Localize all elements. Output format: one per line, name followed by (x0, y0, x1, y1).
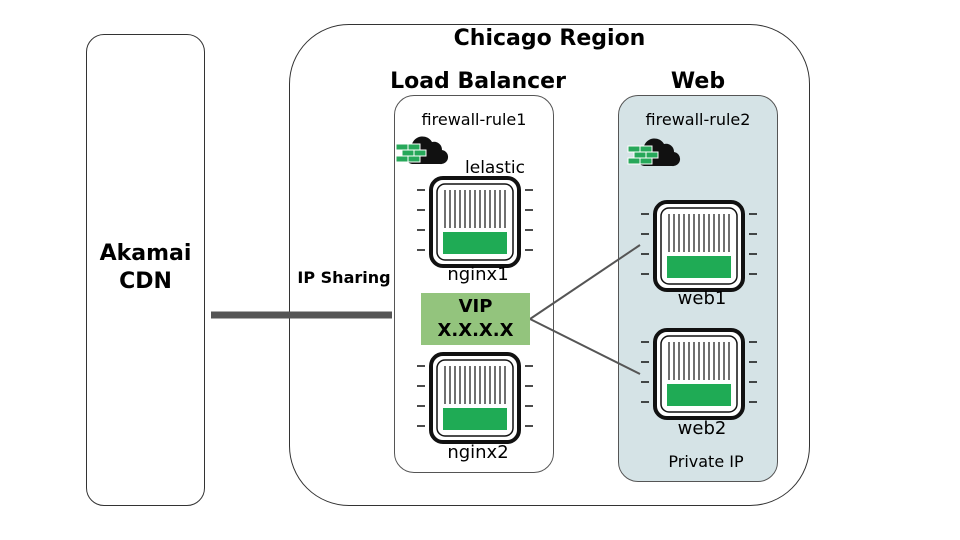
vip-label: VIP (458, 296, 493, 317)
web2-server-icon (639, 328, 759, 420)
lelastic-label: lelastic (465, 158, 525, 178)
firewall-rule1-label: firewall-rule1 (421, 110, 527, 129)
web1-server-icon (639, 200, 759, 292)
load-balancer-title: Load Balancer (390, 69, 566, 94)
nginx1-server-icon (415, 176, 535, 268)
akamai-cdn-label: Akamai CDN (99, 241, 192, 294)
nginx1-label: nginx1 (447, 264, 509, 285)
web1-label: web1 (677, 288, 727, 309)
firewall-rule2-label: firewall-rule2 (645, 110, 751, 129)
web-title: Web (670, 69, 726, 94)
firewall-cloud-icon (627, 137, 681, 167)
akamai-cdn-box (86, 34, 205, 506)
vip-web2-link (529, 318, 641, 375)
region-title: Chicago Region (453, 26, 646, 51)
vip-address: X.X.X.X (437, 320, 514, 341)
nginx2-label: nginx2 (447, 442, 509, 463)
private-ip-label: Private IP (668, 452, 744, 471)
vip-web1-link (529, 244, 641, 320)
nginx2-server-icon (415, 352, 535, 444)
vip-box: VIP X.X.X.X (421, 293, 530, 345)
web2-label: web2 (677, 418, 727, 439)
firewall-cloud-icon (395, 135, 449, 165)
ip-sharing-label: IP Sharing (297, 268, 391, 287)
